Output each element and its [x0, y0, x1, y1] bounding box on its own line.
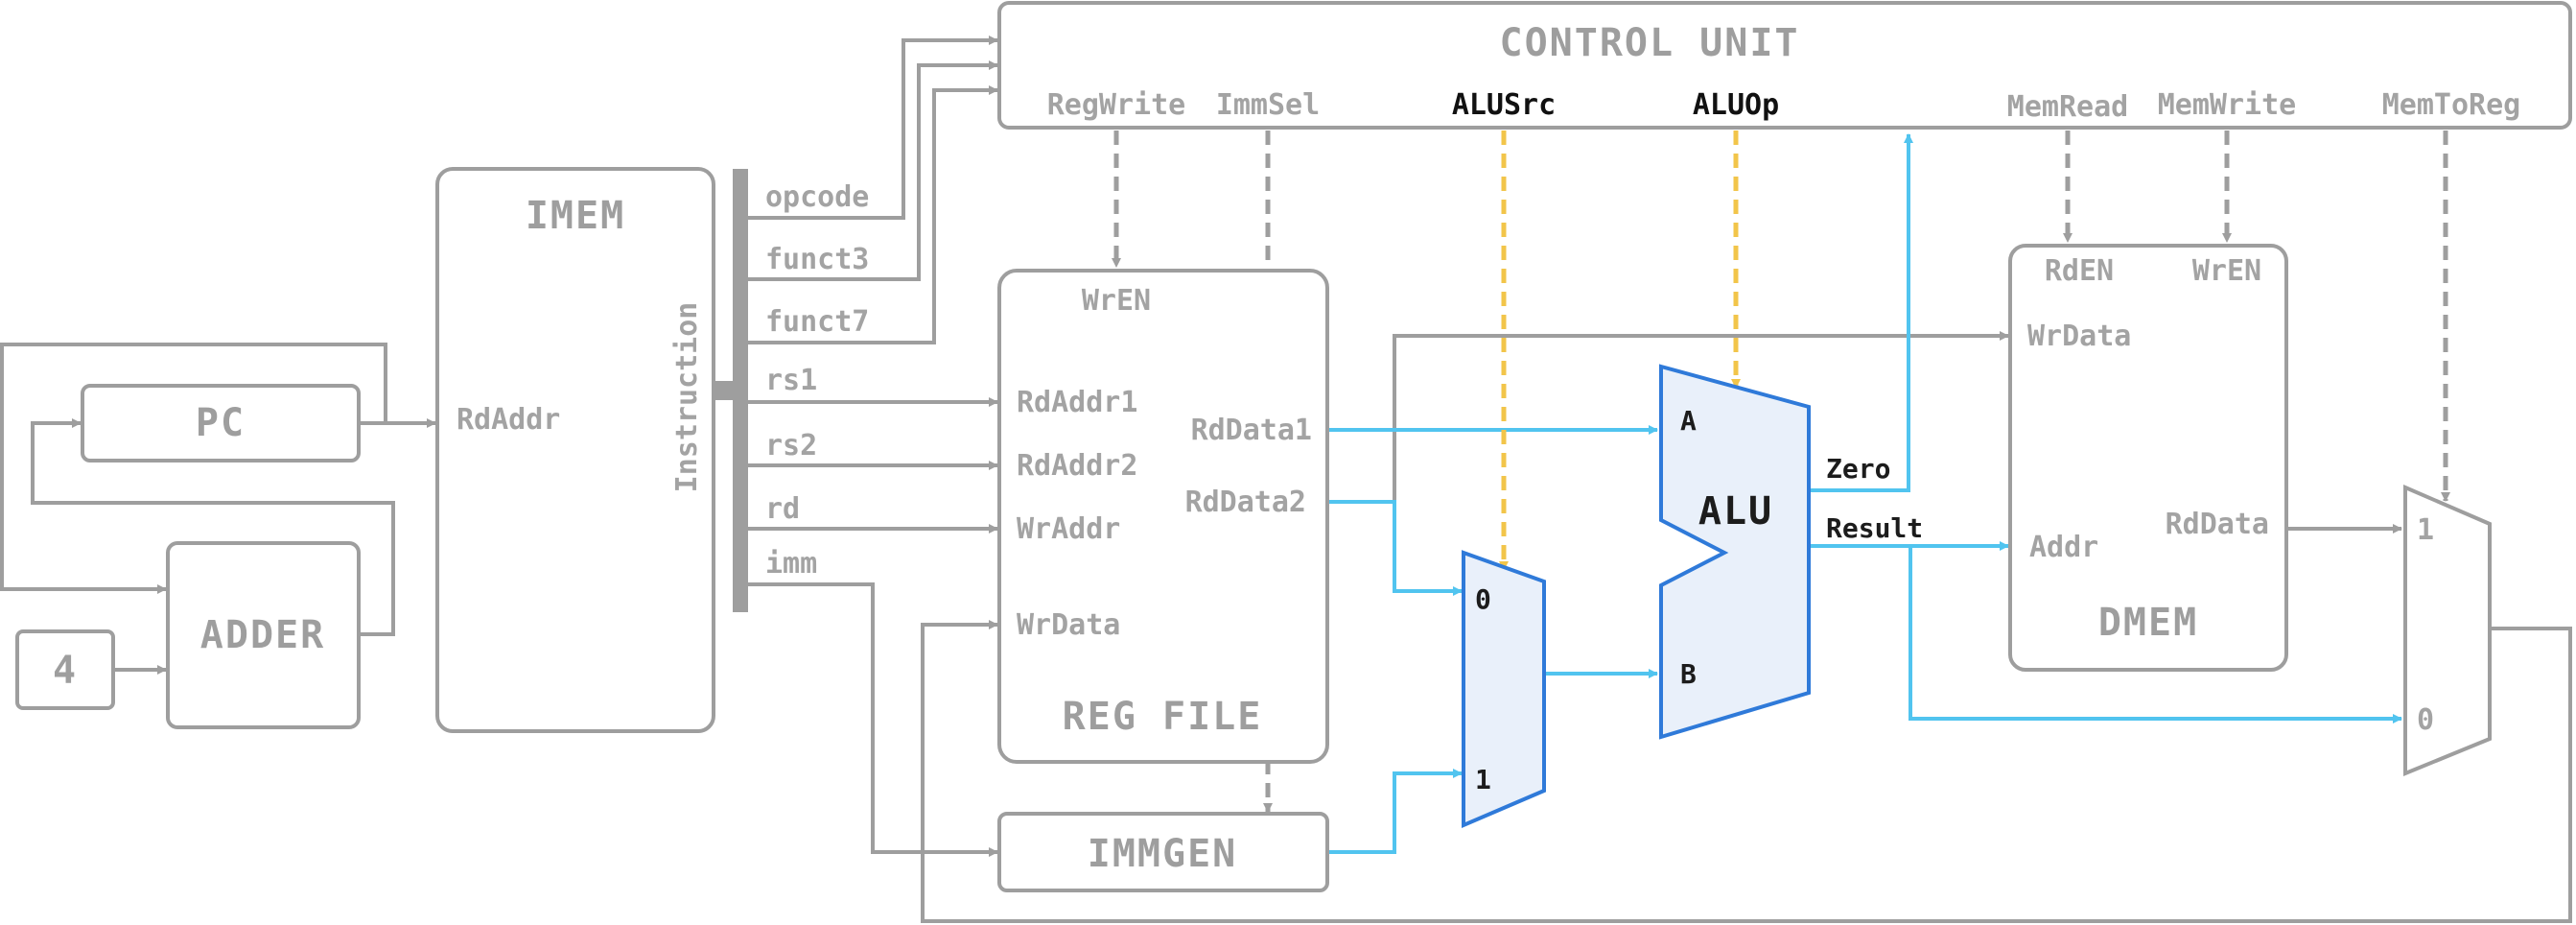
- wb-mux-in1: 1: [2417, 513, 2434, 547]
- regfile-wren-label: WrEN: [1082, 284, 1151, 318]
- pc-block[interactable]: PC: [81, 384, 361, 462]
- immgen-block[interactable]: IMMGEN: [997, 812, 1329, 892]
- immgen-box[interactable]: [997, 812, 1329, 892]
- wb-mux[interactable]: 1 0: [2403, 484, 2492, 776]
- imem-rdaddr-label: RdAddr: [457, 403, 560, 437]
- adder-block[interactable]: ADDER: [166, 541, 361, 729]
- pc-title: PC: [196, 401, 246, 445]
- alu-result-label: Result: [1826, 512, 1923, 544]
- dmem-box[interactable]: [2008, 244, 2288, 672]
- wire-zero-to-control: [1809, 133, 1913, 492]
- instruction-bus: [733, 169, 748, 612]
- alu-src-mux-in0: 0: [1475, 583, 1491, 615]
- field-rs2: rs2: [765, 429, 817, 462]
- wb-mux-in0: 0: [2417, 703, 2434, 737]
- wire-rddata2-to-mux: [1327, 500, 1463, 596]
- control-unit-title: CONTROL UNIT: [1500, 21, 1800, 65]
- const-4-value: 4: [53, 649, 78, 693]
- wire-imm: [740, 582, 998, 857]
- alu-title: ALU: [1698, 489, 1773, 534]
- dmem-title: DMEM: [2098, 601, 2198, 645]
- field-rd: rd: [765, 492, 800, 526]
- control-signals: [1112, 130, 2450, 813]
- alu-src-mux-in1: 1: [1475, 764, 1491, 795]
- signal-memread: MemRead: [2007, 90, 2128, 124]
- wire-opcode-to-control: [740, 36, 998, 220]
- alu-src-mux-shape[interactable]: [1462, 550, 1546, 829]
- field-funct7: funct7: [765, 305, 869, 339]
- adder-box[interactable]: [166, 541, 361, 729]
- wire-writeback: [921, 620, 2572, 923]
- instruction-fields: opcode funct3 funct7 rs1 rs2 rd imm: [765, 180, 869, 581]
- imem-block[interactable]: IMEM RdAddr Instruction: [435, 167, 715, 733]
- dmem-block[interactable]: RdEN WrEN WrData Addr RdData DMEM: [2008, 244, 2288, 672]
- control-unit-box[interactable]: [997, 1, 2572, 130]
- dmem-wren-label: WrEN: [2192, 254, 2261, 288]
- wire-pc-to-adder: [0, 343, 387, 594]
- regfile-rdaddr2-label: RdAddr2: [1017, 449, 1137, 483]
- field-funct3: funct3: [765, 243, 869, 276]
- regfile-rddata1-label: RdData1: [1191, 414, 1312, 447]
- datapath-wires: [0, 36, 2572, 923]
- imem-box[interactable]: [435, 167, 715, 733]
- wire-funct7-to-control: [740, 85, 998, 344]
- adder-title: ADDER: [200, 613, 325, 657]
- control-unit[interactable]: CONTROL UNIT RegWrite ImmSel ALUSrc ALUO…: [997, 1, 2572, 130]
- alu-block[interactable]: A B ALU Zero Result: [1659, 364, 1923, 740]
- alu-input-a: A: [1680, 405, 1697, 437]
- imem-title: IMEM: [526, 194, 625, 238]
- signal-regwrite: RegWrite: [1047, 88, 1186, 122]
- imem-instruction-label: Instruction: [670, 302, 704, 493]
- regfile-rdaddr1-label: RdAddr1: [1017, 386, 1137, 419]
- wire-rddata2-to-dmem: [1393, 331, 2009, 502]
- regfile-block[interactable]: WrEN RdAddr1 RdAddr2 WrAddr WrData RdDat…: [997, 269, 1329, 764]
- wire-adder-to-pc: [31, 418, 395, 636]
- dmem-rden-label: RdEN: [2045, 254, 2114, 288]
- regfile-rddata2-label: RdData2: [1185, 486, 1306, 519]
- regfile-wrdata-label: WrData: [1017, 608, 1120, 642]
- const-4-block[interactable]: 4: [15, 629, 115, 710]
- alu-zero-label: Zero: [1826, 453, 1890, 485]
- field-rs1: rs1: [765, 364, 817, 397]
- wire-result-to-wbmux: [1909, 546, 2402, 723]
- signal-memwrite: MemWrite: [2158, 88, 2297, 122]
- field-imm: imm: [765, 547, 817, 581]
- regfile-box[interactable]: [997, 269, 1329, 764]
- dmem-wrdata-label: WrData: [2027, 320, 2131, 353]
- dmem-rddata-label: RdData: [2166, 508, 2269, 541]
- immgen-title: IMMGEN: [1088, 832, 1238, 876]
- field-opcode: opcode: [765, 180, 869, 214]
- alu-input-b: B: [1680, 658, 1697, 690]
- wb-mux-shape[interactable]: [2403, 484, 2492, 776]
- signal-immsel: ImmSel: [1216, 88, 1320, 122]
- active-wires: [1327, 133, 2402, 854]
- regfile-title: REG FILE: [1063, 695, 1263, 739]
- wire-immgen-to-mux: [1327, 769, 1463, 854]
- regfile-wraddr-label: WrAddr: [1017, 512, 1120, 546]
- alu-shape[interactable]: [1659, 364, 1811, 740]
- pc-box[interactable]: [81, 384, 361, 462]
- signal-aluop: ALUOp: [1693, 88, 1779, 122]
- alu-src-mux[interactable]: 0 1: [1462, 550, 1546, 829]
- const-4-box[interactable]: [15, 629, 115, 710]
- dmem-addr-label: Addr: [2029, 531, 2098, 564]
- signal-alusrc: ALUSrc: [1452, 88, 1556, 122]
- signal-memtoreg: MemToReg: [2382, 88, 2521, 122]
- wire-funct3-to-control: [740, 60, 998, 281]
